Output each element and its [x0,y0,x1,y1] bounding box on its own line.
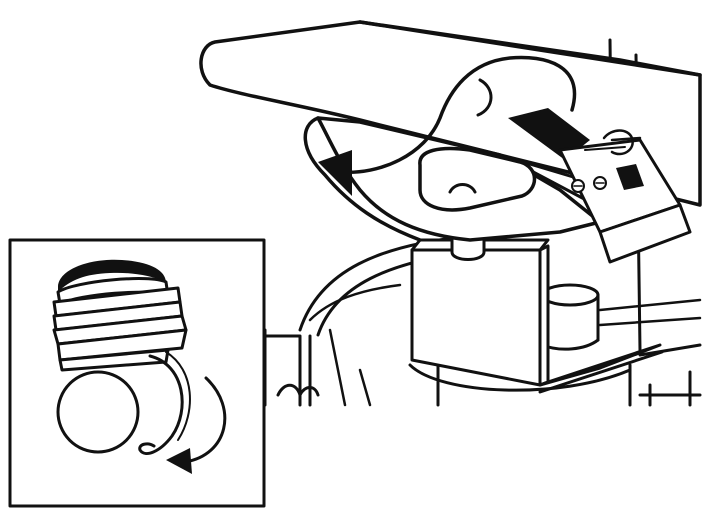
coupling-box [412,238,662,392]
bowl-circle [58,372,138,452]
drum [542,285,598,349]
inset-view [10,240,264,506]
main-view [201,22,700,405]
